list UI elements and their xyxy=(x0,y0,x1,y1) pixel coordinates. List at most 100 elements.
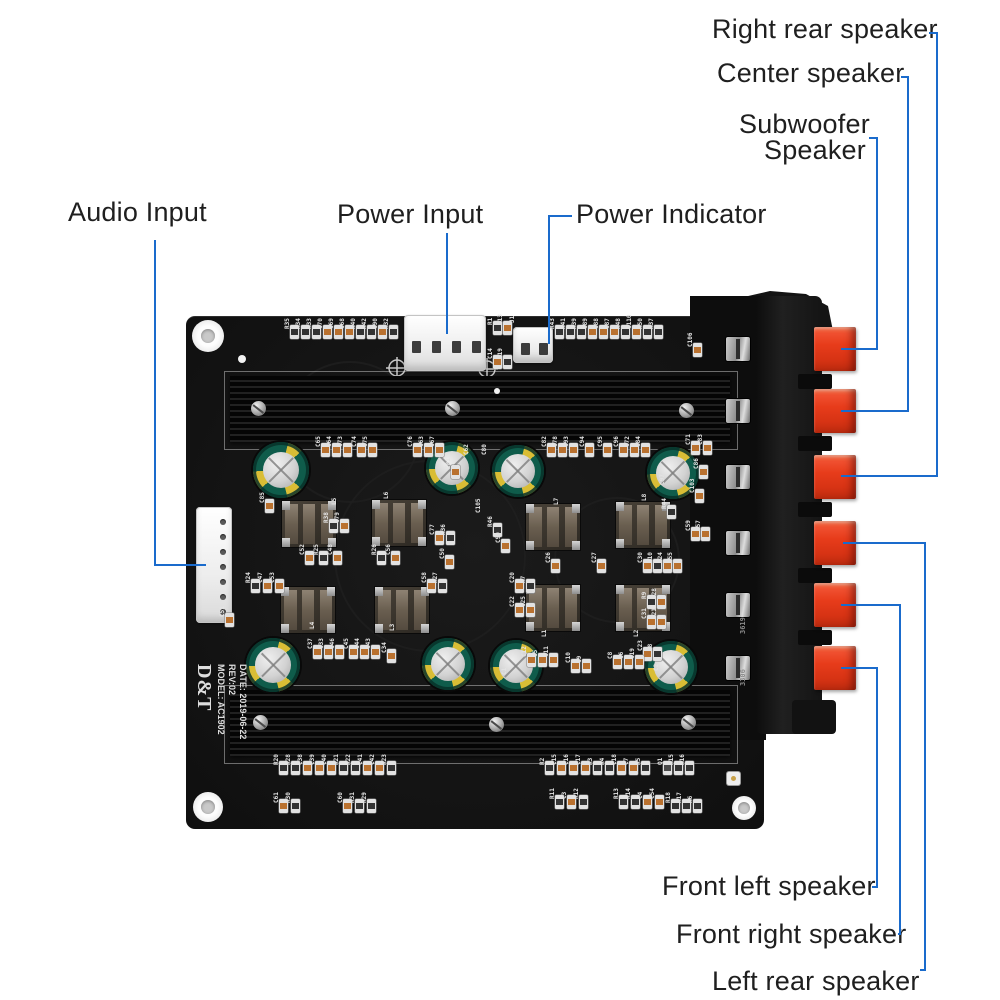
smd-component xyxy=(624,655,633,669)
smd-component xyxy=(577,325,586,339)
smd-component xyxy=(315,761,324,775)
smd-band xyxy=(558,765,565,771)
connector-pin xyxy=(472,341,481,353)
connector-pin xyxy=(220,549,226,555)
smd-band xyxy=(644,563,651,569)
capacitor-top xyxy=(430,646,466,682)
smd-band xyxy=(614,659,621,665)
smd-band xyxy=(664,765,671,771)
smd-band xyxy=(548,447,555,453)
smd-band xyxy=(252,583,259,589)
heatsink xyxy=(230,690,730,756)
smd-component xyxy=(653,647,662,661)
smd-component xyxy=(303,761,312,775)
inductor-slat xyxy=(302,590,315,630)
capacitor xyxy=(253,442,309,498)
smd-band xyxy=(622,329,629,335)
inductor-pad xyxy=(326,587,335,596)
inductor-slat xyxy=(396,590,409,630)
smd-component xyxy=(340,519,349,533)
smd-band xyxy=(324,329,331,335)
smd-component xyxy=(667,505,676,519)
inductor-slat xyxy=(375,503,388,543)
label-power-input: Power Input xyxy=(337,199,484,229)
smd-band xyxy=(539,657,546,663)
smd-band xyxy=(625,659,632,665)
smd-band xyxy=(414,447,421,453)
smd-band xyxy=(378,555,385,561)
board-brand-logo: D&T xyxy=(193,664,215,712)
inductor-pad xyxy=(282,501,291,510)
smd-component xyxy=(581,761,590,775)
smd-band xyxy=(504,359,511,365)
smd-band xyxy=(346,329,353,335)
label-center-speaker: Center speaker xyxy=(717,58,905,88)
smd-band xyxy=(611,329,618,335)
inductor-slat xyxy=(564,507,578,547)
label-front-left-speaker: Front left speaker xyxy=(662,871,876,901)
smd-band xyxy=(586,447,593,453)
inductor-pad xyxy=(661,585,670,594)
smd-component xyxy=(389,325,398,339)
inductor-slat xyxy=(284,590,297,630)
heatsink-silkscreen-outline xyxy=(224,685,738,764)
smd-component xyxy=(671,799,680,813)
inductor-pad xyxy=(616,502,625,511)
clip-slot xyxy=(735,401,740,421)
connector-pin xyxy=(220,594,226,600)
smd-band xyxy=(392,555,399,561)
inductor-slat xyxy=(637,505,650,545)
smd-component xyxy=(413,443,422,457)
inductor-slat xyxy=(529,588,542,628)
inductor-slat xyxy=(410,503,424,543)
smd-component xyxy=(655,795,664,809)
smd-band xyxy=(322,447,329,453)
smd-component xyxy=(334,325,343,339)
smd-component xyxy=(643,795,652,809)
smd-component xyxy=(685,761,694,775)
smd-component xyxy=(515,579,524,593)
silkscreen-ref: L7 xyxy=(553,497,560,505)
smd-band xyxy=(655,329,662,335)
capacitor xyxy=(422,638,474,690)
smd-band xyxy=(620,447,627,453)
silkscreen-ref: J1 xyxy=(509,315,516,323)
smd-band xyxy=(559,447,566,453)
inductor-slat xyxy=(320,504,334,544)
smd-band xyxy=(632,799,639,805)
smd-band xyxy=(516,607,523,613)
capacitor xyxy=(246,638,300,692)
label-subwoofer-line2: Speaker xyxy=(764,135,866,165)
smd-component xyxy=(674,761,683,775)
inductor-slat xyxy=(378,590,391,630)
label-right-rear-speaker: Right rear speaker xyxy=(712,14,938,44)
smd-band xyxy=(334,555,341,561)
inductor-pad xyxy=(327,501,336,510)
speaker-terminal-button xyxy=(814,646,856,690)
smd-component xyxy=(610,325,619,339)
smd-band xyxy=(552,563,559,569)
smd-band xyxy=(344,447,351,453)
smd-band xyxy=(340,765,347,771)
smd-band xyxy=(439,583,446,589)
smd-component xyxy=(693,343,702,357)
smd-band xyxy=(644,799,651,805)
smd-band xyxy=(516,583,523,589)
inductor-pad xyxy=(661,502,670,511)
smd-component xyxy=(703,441,712,455)
smd-band xyxy=(528,657,535,663)
smd-band xyxy=(674,563,681,569)
smd-component xyxy=(585,443,594,457)
smd-band xyxy=(379,329,386,335)
smd-band xyxy=(604,447,611,453)
smd-band xyxy=(620,799,627,805)
inductor-slat xyxy=(619,505,632,545)
smd-component xyxy=(305,551,314,565)
smd-band xyxy=(352,765,359,771)
smd-band xyxy=(683,803,690,809)
screw xyxy=(681,715,696,730)
smd-band xyxy=(594,765,601,771)
smd-component xyxy=(617,761,626,775)
terminal-clip xyxy=(726,531,750,555)
smd-band xyxy=(664,563,671,569)
